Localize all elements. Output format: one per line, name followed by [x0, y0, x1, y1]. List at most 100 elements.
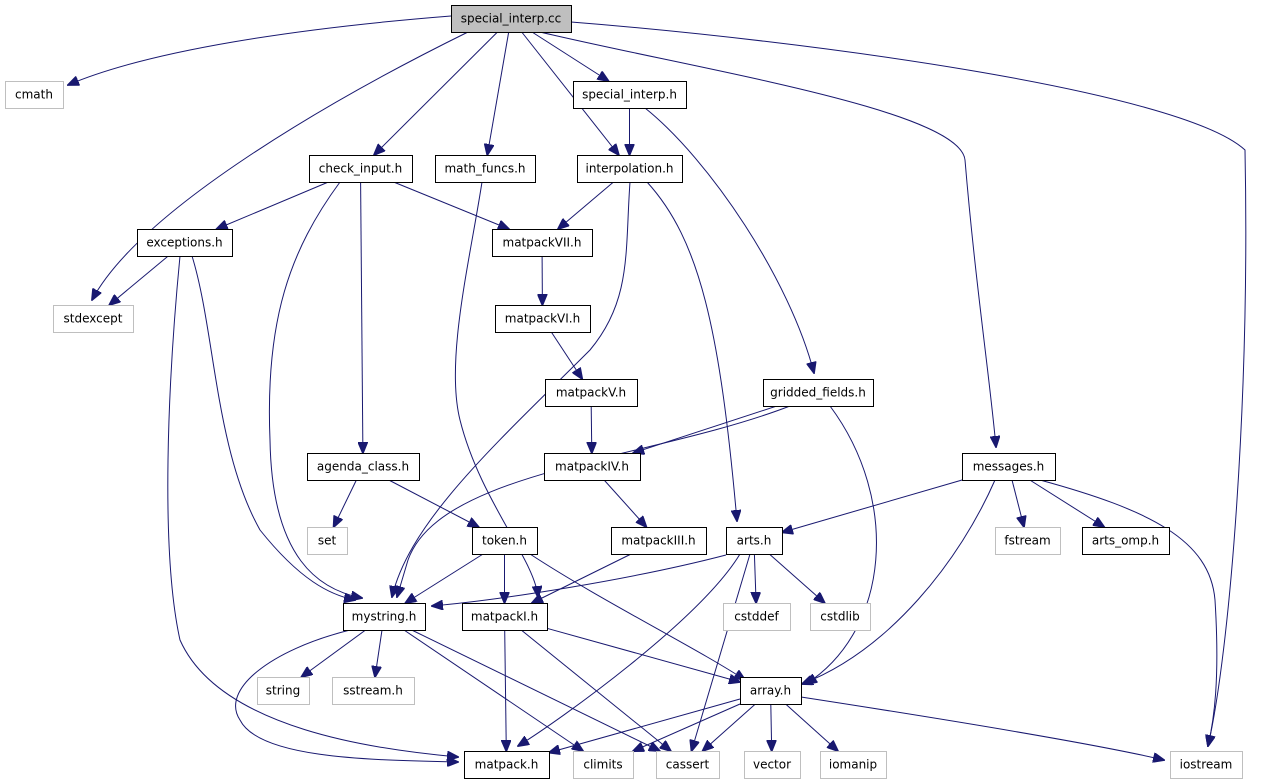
edge-line — [393, 181, 509, 229]
node-label: check_input.h — [319, 162, 402, 176]
edge-line — [703, 703, 756, 751]
node-label: matpackIII.h — [621, 534, 695, 548]
node-matpack-h[interactable]: matpack.h — [464, 751, 550, 779]
edge-line — [191, 255, 355, 600]
node-label: climits — [583, 758, 622, 772]
node-stdexcept: stdexcept — [53, 305, 134, 333]
node-check-input-h[interactable]: check_input.h — [309, 155, 413, 183]
edge-check-input-h-to-matpackVII-h — [393, 181, 509, 229]
edge-line — [692, 553, 751, 751]
node-box — [472, 527, 538, 555]
node-cassert: cassert — [656, 751, 720, 779]
node-label: agenda_class.h — [317, 460, 409, 474]
node-box — [257, 677, 310, 705]
edge-line — [487, 31, 510, 155]
edge-line — [235, 629, 458, 762]
node-array-h[interactable]: array.h — [740, 677, 802, 705]
node-box — [744, 751, 801, 779]
edge-line — [754, 553, 756, 603]
edge-arts-h-to-mystring-h — [432, 554, 727, 606]
node-matpackIII-h[interactable]: matpackIII.h — [611, 527, 707, 555]
node-matpackVI-h[interactable]: matpackVI.h — [495, 305, 591, 333]
node-box — [544, 453, 641, 481]
edge-array-h-to-matpack-h — [549, 698, 741, 753]
edge-interpolation-h-to-matpackVII-h — [558, 181, 614, 229]
edge-line — [785, 703, 838, 751]
node-matpackI-h[interactable]: matpackI.h — [462, 603, 548, 631]
node-box — [435, 155, 536, 183]
edge-special-interp-cc-to-interpolation-h — [521, 31, 619, 155]
edge-line — [109, 255, 169, 305]
edge-check-input-h-to-agenda-class-h — [361, 181, 363, 453]
node-box — [740, 677, 802, 705]
edge-arts-h-to-cstddef — [754, 553, 756, 603]
node-matpackIV-h[interactable]: matpackIV.h — [544, 453, 641, 481]
node-box — [763, 379, 874, 407]
edge-line — [646, 181, 737, 521]
node-math-funcs-h[interactable]: math_funcs.h — [435, 155, 536, 183]
node-label: array.h — [750, 684, 791, 698]
edge-array-h-to-climits — [633, 703, 741, 751]
node-label: matpackVII.h — [503, 236, 582, 250]
node-label: cmath — [15, 88, 53, 102]
node-gridded-fields-h[interactable]: gridded_fields.h — [763, 379, 874, 407]
node-cstdlib: cstdlib — [810, 603, 871, 631]
edge-line — [806, 405, 877, 684]
node-messages-h[interactable]: messages.h — [962, 453, 1056, 481]
edge-line — [531, 31, 609, 81]
edge-arts-h-to-matpack-h — [518, 553, 741, 746]
edge-line — [520, 629, 671, 751]
edge-line — [374, 31, 498, 155]
edge-messages-h-to-array-h — [802, 479, 996, 684]
edge-special-interp-h-to-gridded-fields-h — [644, 107, 814, 373]
edge-line — [768, 553, 824, 603]
node-box — [495, 305, 591, 333]
node-fstream: fstream — [995, 527, 1061, 555]
node-exceptions-h[interactable]: exceptions.h — [137, 229, 233, 257]
node-label: set — [318, 534, 337, 548]
edge-line — [603, 479, 646, 527]
node-arts-omp-h[interactable]: arts_omp.h — [1082, 527, 1170, 555]
node-interpolation-h[interactable]: interpolation.h — [577, 155, 683, 183]
node-box — [464, 751, 550, 779]
node-matpackV-h[interactable]: matpackV.h — [545, 379, 638, 407]
node-box — [1082, 527, 1170, 555]
edge-exceptions-h-to-matpack-h — [167, 255, 458, 757]
edge-line — [392, 181, 631, 597]
node-box — [451, 5, 572, 33]
node-mystring-h[interactable]: mystring.h — [343, 603, 426, 631]
edge-line — [403, 629, 583, 751]
edge-special-interp-cc-to-special-interp-h — [531, 31, 609, 81]
edge-mystring-h-to-matpack-h — [235, 629, 458, 762]
edge-line — [375, 629, 383, 677]
edge-line — [268, 181, 362, 598]
edge-special-interp-cc-to-cmath — [68, 15, 452, 85]
node-label: matpack.h — [475, 758, 539, 772]
edge-exceptions-h-to-mystring-h — [191, 255, 355, 600]
node-box — [573, 751, 634, 779]
node-label: special_interp.cc — [461, 12, 561, 26]
edge-line — [432, 554, 727, 606]
node-box — [53, 305, 134, 333]
node-special-interp-cc[interactable]: special_interp.cc — [451, 5, 572, 33]
edge-arts-h-to-cstdlib — [768, 553, 824, 603]
node-special-interp-h[interactable]: special_interp.h — [573, 81, 687, 109]
edge-special-interp-cc-to-messages-h — [539, 31, 996, 447]
node-token-h[interactable]: token.h — [472, 527, 538, 555]
node-box — [492, 229, 593, 257]
node-box — [723, 603, 791, 631]
node-iostream: iostream — [1170, 751, 1243, 779]
edge-mystring-h-to-cassert — [411, 629, 660, 751]
node-iomanip: iomanip — [820, 751, 887, 779]
edge-special-interp-cc-to-check-input-h — [374, 31, 498, 155]
edge-matpackV-h-to-matpackIV-h — [591, 405, 592, 453]
node-label: cstddef — [734, 610, 779, 624]
edge-messages-h-to-iostream — [1039, 479, 1218, 746]
node-arts-h[interactable]: arts.h — [726, 527, 783, 555]
node-agenda-class-h[interactable]: agenda_class.h — [307, 453, 420, 481]
node-box — [307, 527, 348, 555]
edge-line — [529, 553, 745, 680]
node-box — [545, 379, 638, 407]
node-box — [820, 751, 887, 779]
node-matpackVII-h[interactable]: matpackVII.h — [492, 229, 593, 257]
